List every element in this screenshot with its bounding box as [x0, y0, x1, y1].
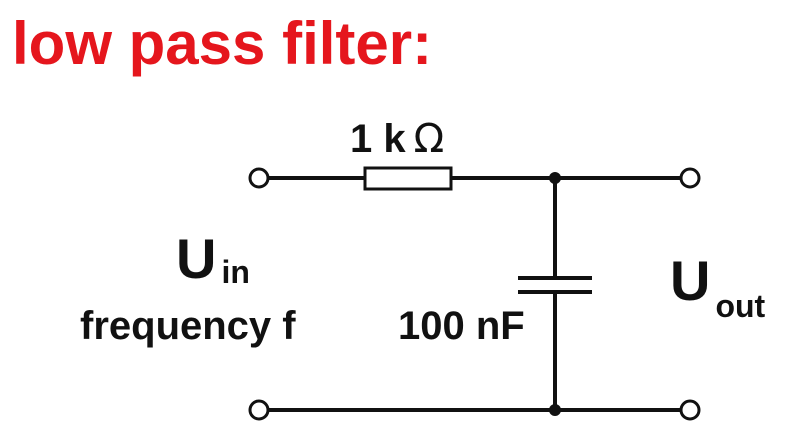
input-terminal-bottom	[248, 399, 270, 421]
input-voltage-symbol: U	[176, 227, 216, 290]
output-voltage-label: U out	[670, 249, 766, 324]
resistor-value: 1 k	[350, 117, 406, 161]
ohm-symbol: Ω	[414, 116, 445, 162]
junction-dot-bottom	[549, 404, 561, 416]
resistor-label: 1 k Ω	[350, 116, 444, 162]
input-terminal-top	[248, 167, 270, 189]
frequency-label: frequency f	[80, 304, 296, 348]
input-voltage-label: U in	[176, 227, 250, 290]
input-voltage-subscript: in	[221, 254, 249, 290]
diagram-title: low pass filter:	[12, 10, 432, 77]
capacitor-label: 100 nF	[398, 304, 525, 348]
output-terminal-bottom	[679, 399, 701, 421]
output-voltage-symbol: U	[670, 249, 710, 312]
output-voltage-subscript: out	[715, 288, 765, 324]
junction-dot-top	[549, 172, 561, 184]
output-terminal-top	[679, 167, 701, 189]
resistor-symbol	[363, 166, 453, 191]
